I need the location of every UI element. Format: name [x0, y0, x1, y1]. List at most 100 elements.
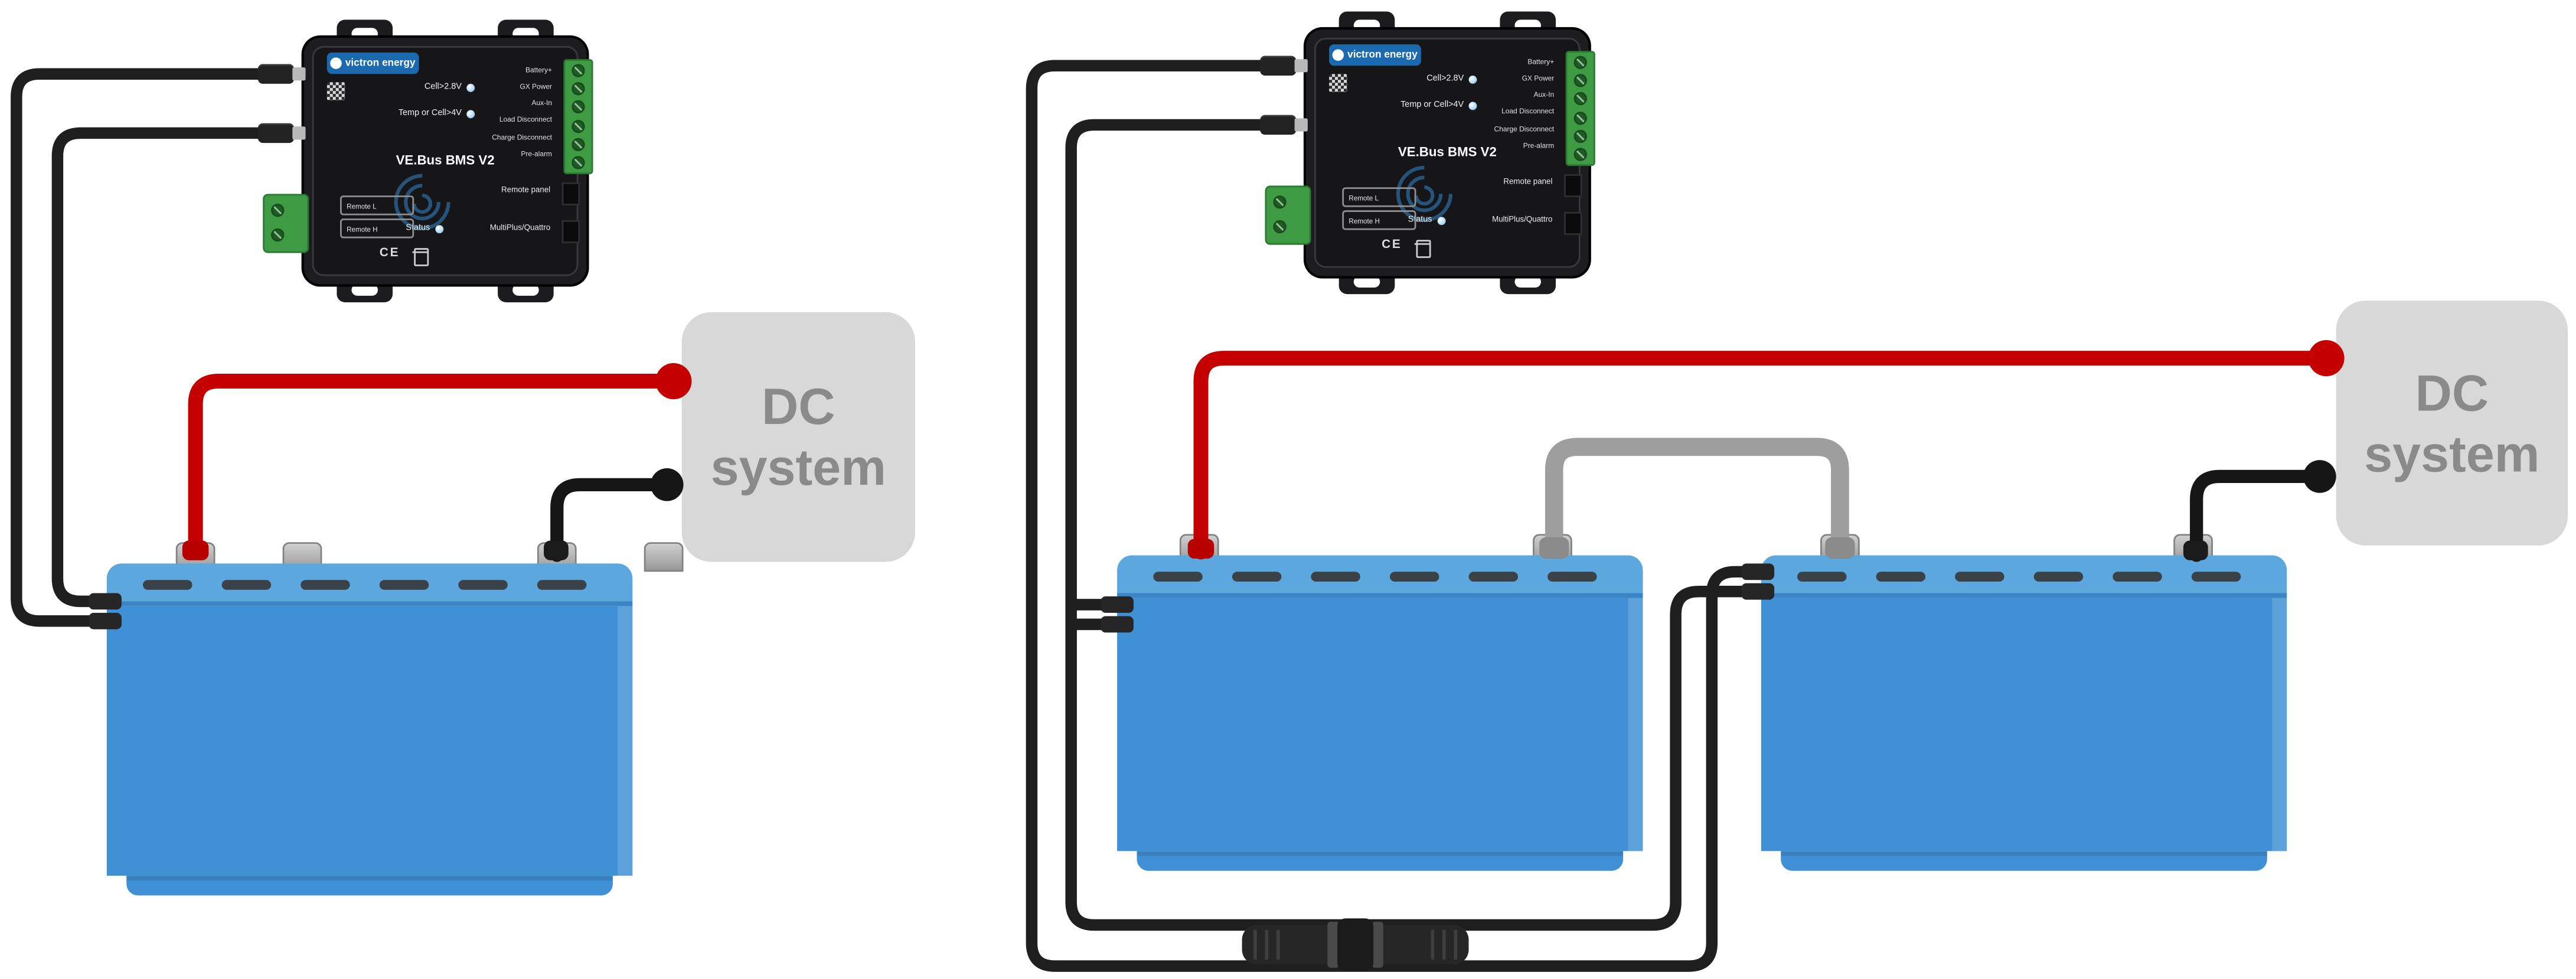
battery-vent-cap: [1232, 572, 1282, 582]
brand-text: victron energy: [345, 57, 416, 69]
terminal-label: Charge Disconnect: [492, 132, 552, 141]
terminal-screw-icon: [572, 156, 585, 169]
remote-l-label: Remote L: [1342, 187, 1416, 207]
battery: [1761, 534, 2287, 871]
battery-vent-cap: [1797, 572, 1847, 582]
terminal-label: GX Power: [1522, 73, 1555, 82]
brand-text: victron energy: [1347, 49, 1418, 61]
battery-jumper-cable: [1545, 438, 1849, 558]
battery-vent-cap: [379, 580, 429, 590]
terminal-screw-icon: [1573, 74, 1587, 87]
battery-vent-cap: [1468, 572, 1519, 582]
bms-cable-plug: [1260, 56, 1308, 76]
ce-mark: CE: [379, 244, 400, 260]
bms-housing: victron energy Cell>2.8V Temp or Cell>4V…: [257, 37, 593, 285]
terminal-screw-icon: [572, 100, 585, 115]
terminal-screw-icon: [572, 64, 585, 77]
battery: [1117, 534, 1643, 871]
battery-vent-cap: [143, 580, 192, 590]
datamatrix-code: [327, 82, 345, 100]
battery-vent-cap: [2113, 572, 2162, 582]
battery-body: [1117, 598, 1643, 851]
battery-foot: [1781, 851, 2267, 871]
led-label: Cell>2.8V: [1426, 74, 1464, 84]
terminal-screw-icon: [572, 82, 585, 96]
multiplus-port: [561, 220, 580, 243]
remote-panel-port-label: Remote panel: [1503, 179, 1553, 188]
remote-terminal-block: [1265, 185, 1311, 245]
positive-cable: [1193, 351, 2327, 560]
battery-body: [106, 606, 633, 876]
io-terminal-block: [1565, 51, 1595, 167]
battery-foot: [126, 876, 613, 896]
battery-vent-cap: [2033, 572, 2084, 582]
terminal-labels: Battery+ GX Power Aux-In Load Disconnect…: [1494, 53, 1555, 155]
remote-h-label: Remote H: [1342, 210, 1416, 230]
terminal-screw-icon: [1273, 220, 1287, 234]
negative-cable-connector: [2303, 460, 2336, 493]
weee-bin-icon: [412, 248, 429, 266]
datamatrix-code: [1329, 74, 1347, 92]
led-row: Temp or Cell>4V: [399, 109, 475, 118]
battery-vent-cap: [2191, 572, 2241, 582]
weee-bin-icon: [1414, 240, 1431, 258]
remote-h-label: Remote H: [339, 218, 414, 239]
led-label: Temp or Cell>4V: [1400, 100, 1464, 110]
terminal-label: Pre-alarm: [521, 149, 552, 158]
extension-cable-connector: [1242, 918, 1469, 971]
ce-mark: CE: [1382, 236, 1402, 252]
multiplus-port-label: MultiPlus/Quattro: [1492, 217, 1553, 226]
positive-cable: [188, 374, 675, 560]
negative-cable-connector: [650, 468, 684, 501]
battery-vent-cap: [537, 580, 587, 590]
cell-voltage-led-icon: [466, 83, 475, 92]
multiplus-port-label: MultiPlus/Quattro: [489, 225, 551, 234]
terminal-screw-icon: [1573, 110, 1587, 125]
victron-logo-mark-icon: [1333, 49, 1344, 61]
model-name: VE.Bus BMS V2: [1398, 144, 1497, 159]
temp-cell-led-icon: [466, 109, 475, 118]
led-row: Temp or Cell>4V: [1400, 100, 1477, 110]
terminal-label: Charge Disconnect: [1494, 124, 1555, 133]
dc-label-line1: DC: [761, 377, 835, 436]
battery-vent-cap: [1955, 572, 2004, 582]
battery-vent-cap: [221, 580, 272, 590]
victron-logo: victron energy: [1329, 44, 1421, 66]
bms-cable-plug: [257, 64, 306, 84]
bms-battery-cable: [11, 68, 269, 627]
dc-label-line2: system: [2364, 425, 2540, 482]
bms-device: victron energy Cell>2.8V Temp or Cell>4V…: [257, 19, 593, 302]
battery-body: [1761, 598, 2287, 851]
remote-panel-port-label: Remote panel: [501, 187, 551, 196]
bms-cable-plug: [1260, 115, 1308, 135]
terminal-label: Battery+: [1527, 56, 1555, 65]
terminal-screw-icon: [1573, 148, 1587, 161]
terminal-label: Aux-In: [531, 99, 552, 107]
multiplus-port: [1563, 211, 1582, 235]
terminal-label: Pre-alarm: [1523, 141, 1555, 150]
status-led-icon: [1436, 216, 1445, 224]
battery-vent-cap: [458, 580, 508, 590]
terminal-screw-icon: [1573, 129, 1587, 143]
status-label: Status: [406, 223, 430, 234]
bms-battery-cable: [51, 127, 269, 608]
battery-vent-cap: [1311, 572, 1360, 582]
bms-device: victron energy Cell>2.8V Temp or Cell>4V…: [1260, 11, 1595, 295]
model-name: VE.Bus BMS V2: [396, 152, 495, 168]
terminal-screw-icon: [1273, 195, 1287, 209]
dc-label-line2: system: [710, 438, 886, 497]
victron-logo-mark-icon: [330, 57, 342, 69]
terminal-screw-icon: [1573, 56, 1587, 69]
terminal-label: Load Disconnect: [1501, 107, 1555, 116]
terminal-labels: Battery+ GX Power Aux-In Load Disconnect…: [492, 61, 552, 163]
battery-vent-cap: [301, 580, 350, 590]
dc-system-box: DC system: [681, 312, 915, 562]
remote-terminal-block: [263, 194, 309, 253]
victron-logo: victron energy: [327, 53, 419, 74]
remote-panel-port: [1563, 174, 1582, 197]
terminal-label: GX Power: [520, 81, 552, 90]
battery-vent-cap: [1876, 572, 1926, 582]
battery-vent-cap: [1547, 572, 1597, 582]
terminal-screw-icon: [1573, 92, 1587, 106]
